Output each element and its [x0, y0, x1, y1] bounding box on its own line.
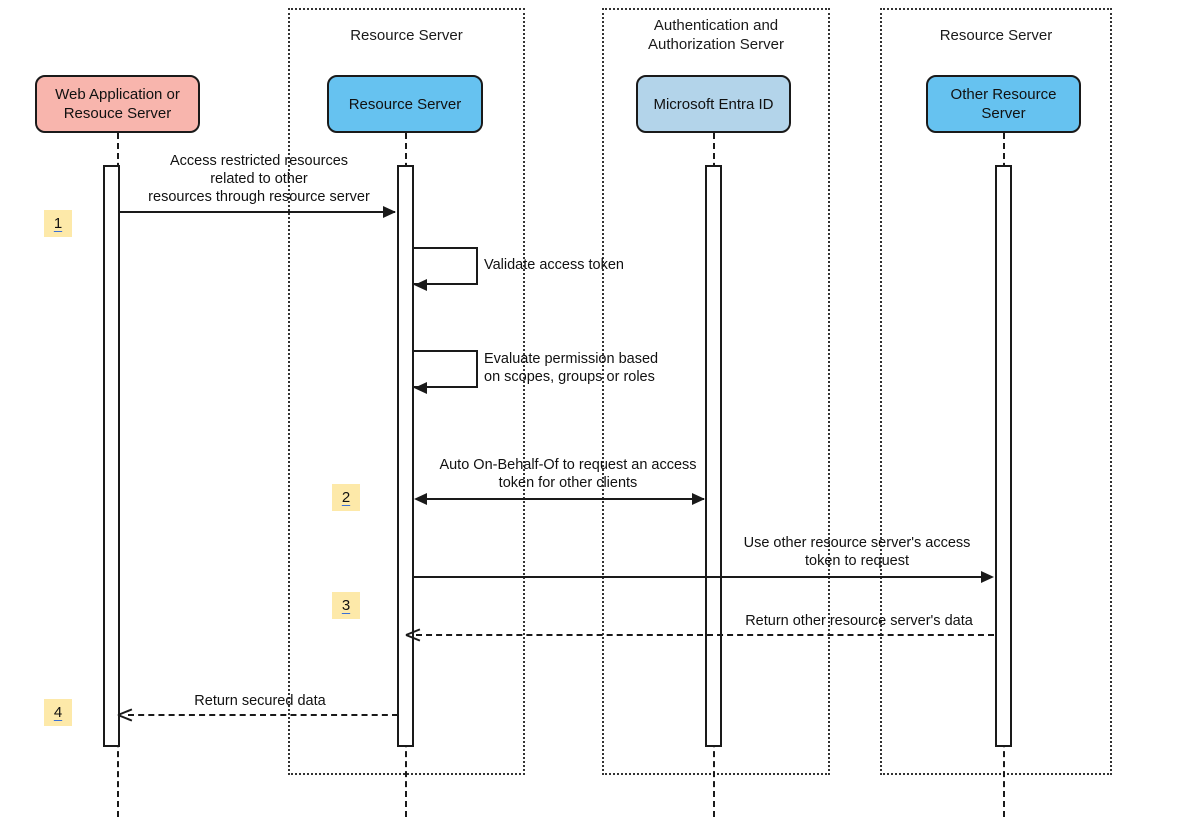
group-label-auth-server: Authentication and Authorization Server	[648, 17, 784, 53]
message-line-return-secured-data	[128, 714, 398, 716]
message-label-auto-obo: Auto On-Behalf-Of to request an access t…	[439, 457, 697, 491]
activation-other-resource-server	[995, 165, 1012, 747]
participant-resource-server[interactable]: Resource Server	[327, 75, 483, 133]
message-line-use-other-token	[414, 576, 982, 578]
step-badge-1[interactable]: 1	[44, 210, 72, 237]
activation-web-application	[103, 165, 120, 747]
message-arrowhead-access-restricted	[383, 206, 396, 218]
participant-microsoft-entra-id[interactable]: Microsoft Entra ID	[636, 75, 791, 133]
message-arrowhead-auto-obo-left	[414, 493, 427, 505]
message-label-access-restricted: Access restricted resources related to o…	[148, 153, 370, 205]
message-line-auto-obo	[426, 498, 704, 500]
message-line-access-restricted	[120, 211, 395, 213]
selfloop-arrowhead-evaluate-permission	[414, 382, 427, 394]
group-label-other-resource-server: Resource Server	[939, 27, 1053, 44]
message-label-return-other-data: Return other resource server's data	[745, 613, 973, 629]
group-box-other-resource-server	[880, 8, 1112, 775]
selfloop-evaluate-permission	[414, 350, 478, 388]
participant-other-resource-server[interactable]: Other Resource Server	[926, 75, 1081, 133]
group-box-auth-server	[602, 8, 830, 775]
step-badge-2[interactable]: 2	[332, 484, 360, 511]
participant-web-application[interactable]: Web Application or Resouce Server	[35, 75, 200, 133]
selfloop-arrowhead-validate-token	[414, 279, 427, 291]
message-label-use-other-token: Use other resource server's access token…	[743, 535, 971, 569]
step-badge-3[interactable]: 3	[332, 592, 360, 619]
message-arrowhead-return-secured-data	[118, 707, 132, 721]
activation-resource-server	[397, 165, 414, 747]
message-line-return-other-data	[416, 634, 994, 636]
message-arrowhead-return-other-data	[406, 627, 420, 641]
activation-microsoft-entra-id	[705, 165, 722, 747]
selfloop-validate-token	[414, 247, 478, 285]
step-badge-4[interactable]: 4	[44, 699, 72, 726]
message-label-validate-token: Validate access token	[484, 257, 624, 273]
message-label-evaluate-permission: Evaluate permission based on scopes, gro…	[484, 351, 659, 385]
group-label-resource-server: Resource Server	[350, 27, 463, 44]
message-label-return-secured-data: Return secured data	[194, 693, 326, 709]
message-arrowhead-use-other-token	[981, 571, 994, 583]
message-arrowhead-auto-obo-right	[692, 493, 705, 505]
